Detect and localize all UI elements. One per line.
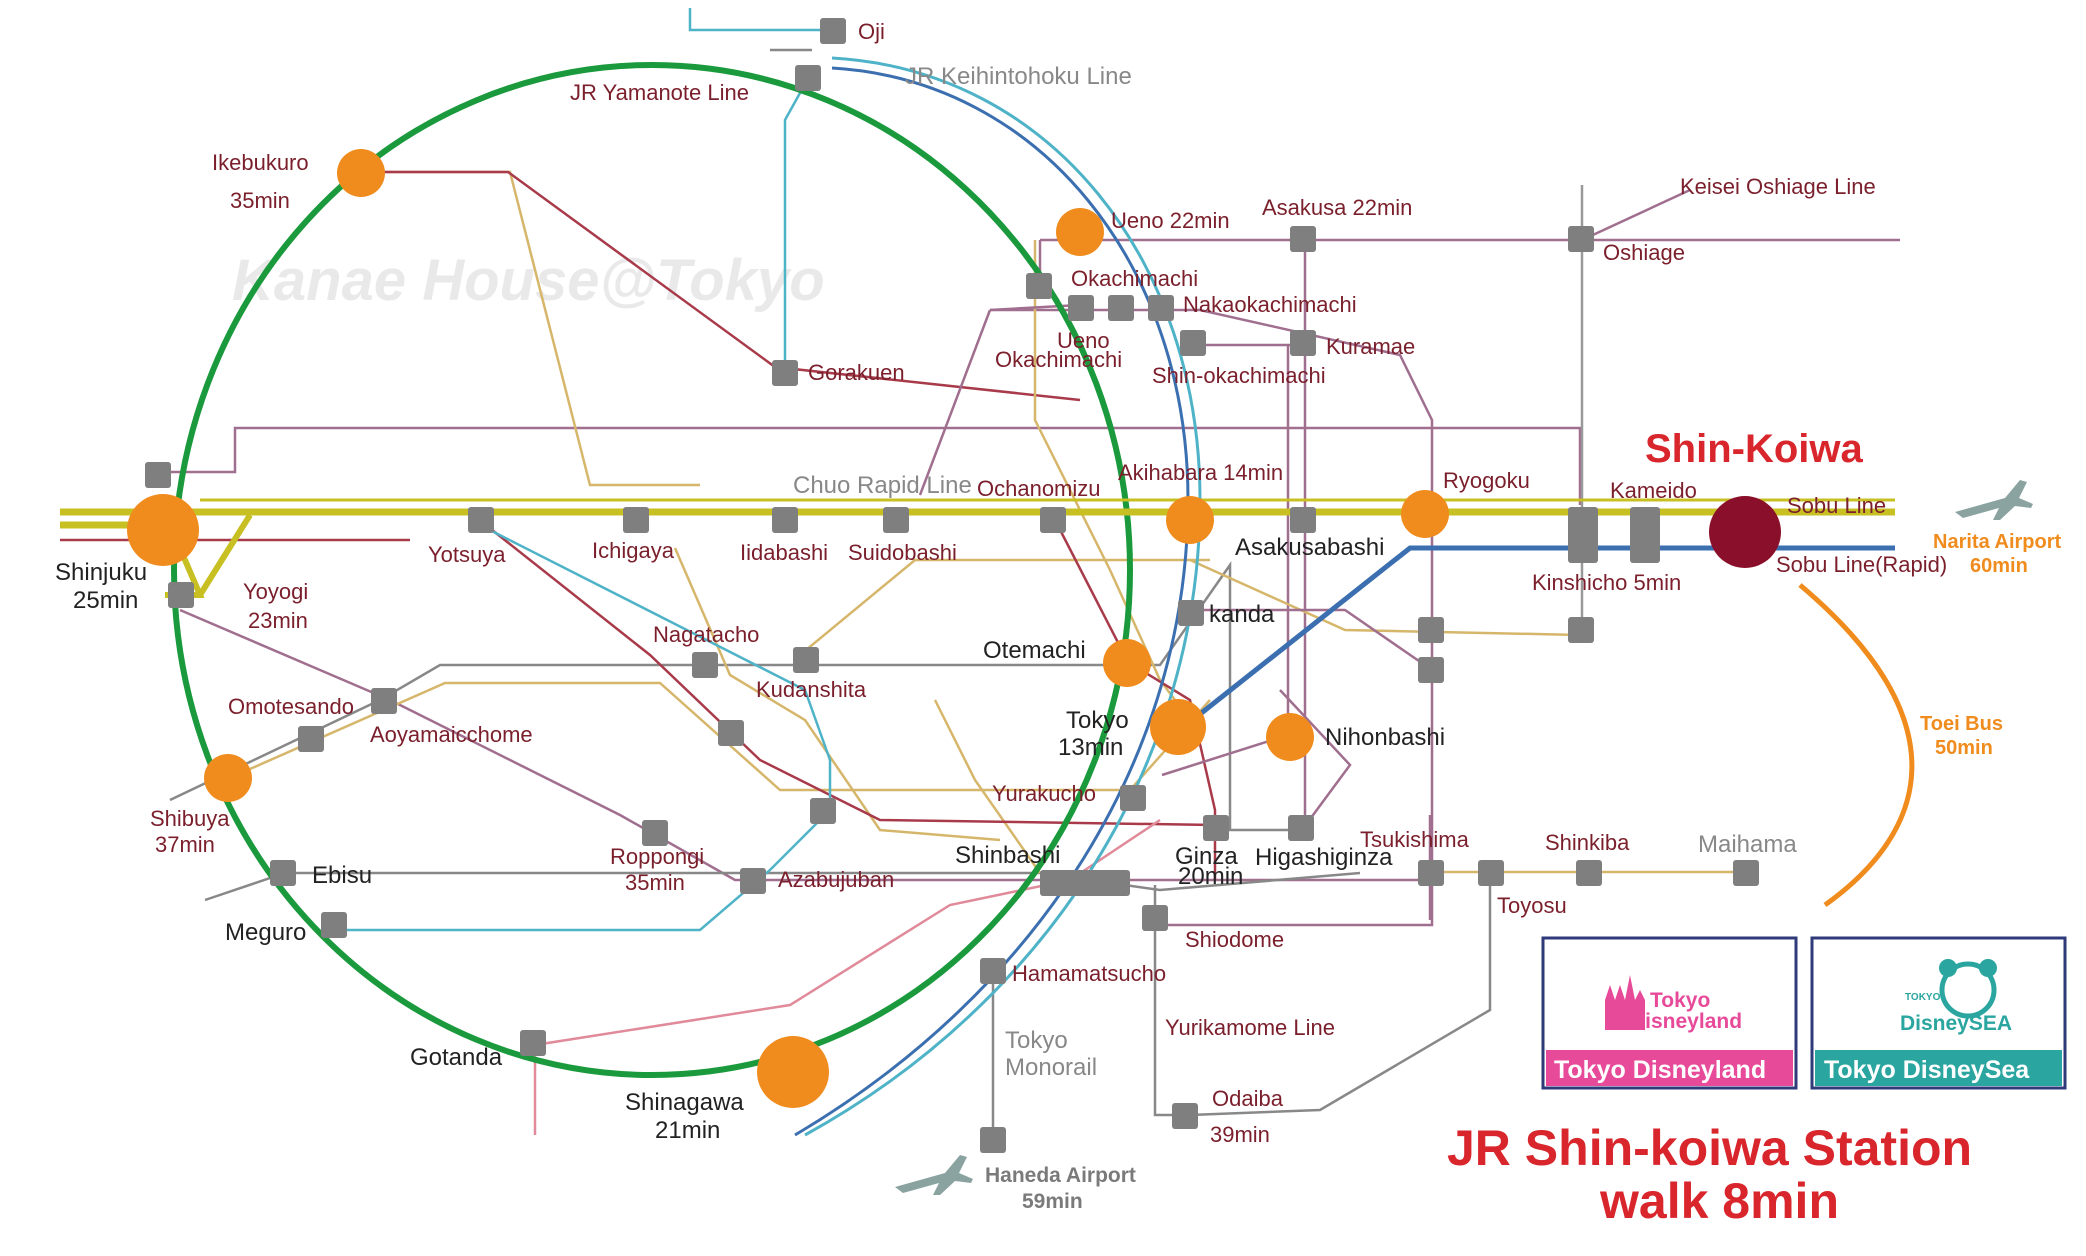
- station-label: Shinkiba: [1545, 830, 1630, 855]
- station-label: Odaiba: [1212, 1086, 1284, 1111]
- station-label: Nagatacho: [653, 622, 759, 647]
- station-label: 35min: [230, 188, 290, 213]
- yamanote-loop: [171, 62, 1133, 1078]
- station-label: Gotanda: [410, 1044, 503, 1071]
- station-label: Nakaokachimachi: [1183, 292, 1357, 317]
- monorail-label-1: Tokyo: [1005, 1027, 1068, 1054]
- station-label: 39min: [1210, 1122, 1270, 1147]
- station-label: 35min: [625, 870, 685, 895]
- station-label: Meguro: [225, 919, 306, 946]
- yurikamome-line-label: Yurikamome Line: [1165, 1015, 1335, 1040]
- station-label: Tsukishima: [1360, 827, 1470, 852]
- station-label: Suidobashi: [848, 540, 957, 565]
- station-label: Yurakucho: [992, 781, 1096, 806]
- keihintohoku-line-label: JR Keihintohoku Line: [905, 63, 1132, 90]
- station-label: Shinagawa: [625, 1089, 744, 1116]
- disneysea-label: Tokyo DisneySea: [1824, 1056, 2030, 1084]
- station-label: kanda: [1209, 601, 1275, 628]
- station-label: Gorakuen: [808, 360, 905, 385]
- station-label: 21min: [655, 1117, 720, 1144]
- disneyland-label: Tokyo Disneyland: [1554, 1056, 1766, 1084]
- station-label: Shinbashi: [955, 842, 1060, 869]
- station-label: Shiodome: [1185, 927, 1284, 952]
- station-label: Maihama: [1698, 831, 1797, 858]
- station-label: Ueno: [1057, 328, 1110, 353]
- station-label: Asakusabashi: [1235, 534, 1384, 561]
- station-label: Toyosu: [1497, 893, 1567, 918]
- airplane-icon: [1955, 480, 2033, 520]
- shin-koiwa-title: Shin-Koiwa: [1645, 427, 1864, 471]
- station-label: 37min: [155, 832, 215, 857]
- station-label: Ichigaya: [592, 538, 675, 563]
- sobu-rapid-line-label: Sobu Line(Rapid): [1776, 552, 1947, 577]
- station-labels: Oji Ikebukuro 35min Ueno 22min Asakusa 2…: [55, 19, 1797, 1147]
- station-label: Oji: [858, 19, 885, 44]
- station-label: 25min: [73, 587, 138, 614]
- station-label: Kinshicho 5min: [1532, 570, 1681, 595]
- keisei-line-label: Keisei Oshiage Line: [1680, 174, 1876, 199]
- narita-airport-time: 60min: [1970, 555, 2028, 577]
- disneysea-logo-2: DisneySEA: [1900, 1012, 2012, 1035]
- walk-info-line-2: walk 8min: [1599, 1173, 1839, 1229]
- station-label: Oshiage: [1603, 240, 1685, 265]
- station-label: Otemachi: [983, 637, 1086, 664]
- toei-bus-route: [1798, 583, 1915, 908]
- station-label: Ikebukuro: [212, 150, 309, 175]
- narita-airport-label: Narita Airport: [1933, 531, 2062, 553]
- monorail-label-2: Monorail: [1005, 1054, 1097, 1081]
- yamanote-line-label: JR Yamanote Line: [570, 80, 749, 105]
- station-label: Kameido: [1610, 478, 1697, 503]
- station-label: Omotesando: [228, 694, 354, 719]
- station-label: Kuramae: [1326, 334, 1415, 359]
- station-label: Yoyogi: [243, 579, 308, 604]
- station-label: Hamamatsucho: [1012, 961, 1166, 986]
- station-label: Ryogoku: [1443, 468, 1530, 493]
- station-label: Ebisu: [312, 862, 372, 889]
- station-label: Tokyo: [1066, 707, 1129, 734]
- station-label: Asakusa 22min: [1262, 195, 1412, 220]
- globe-icon: [1939, 961, 1997, 1019]
- station-label: Okachimachi: [1071, 266, 1198, 291]
- tokyo-disneyland-box[interactable]: Tokyo Disneyland Tokyo Disneyland: [1541, 936, 1798, 1090]
- station-label: Aoyamaicchome: [370, 722, 533, 747]
- station-label: Shinjuku: [55, 559, 147, 586]
- station-label: Ginza: [1175, 843, 1238, 870]
- station-label: Yotsuya: [428, 542, 506, 567]
- station-label: Ueno 22min: [1111, 208, 1230, 233]
- station-label: Azabujuban: [778, 867, 894, 892]
- castle-icon: [1605, 975, 1645, 1030]
- watermark: Kanae House@Tokyo: [232, 248, 825, 313]
- globe-ear-right-icon: [1979, 959, 1997, 977]
- shin-koiwa-station[interactable]: [1709, 496, 1781, 568]
- sobu-line-label: Sobu Line: [1787, 493, 1886, 518]
- tokyo-disneysea-box[interactable]: TOKYO DisneySEA Tokyo DisneySea: [1810, 936, 2067, 1090]
- disneyland-logo-1: Tokyo: [1650, 989, 1710, 1012]
- airplane-icon: [895, 1155, 973, 1195]
- disneyland-logo-2: Disneyland: [1630, 1010, 1742, 1033]
- station-label: 23min: [248, 608, 308, 633]
- station-label: 20min: [1178, 863, 1243, 890]
- minor-stations: [145, 18, 1759, 1153]
- station-label: Higashiginza: [1255, 844, 1393, 871]
- station-label: Kudanshita: [756, 677, 867, 702]
- station-label: 13min: [1058, 734, 1123, 761]
- station-label: Shin-okachimachi: [1152, 363, 1326, 388]
- station-label: Nihonbashi: [1325, 724, 1445, 751]
- disneysea-logo-1: TOKYO: [1905, 992, 1941, 1003]
- toei-bus-label: Toei Bus: [1920, 713, 2003, 735]
- major-stations: [127, 149, 1449, 1108]
- toei-bus-time: 50min: [1935, 737, 1993, 759]
- station-label: Ochanomizu: [977, 476, 1101, 501]
- station-label: Roppongi: [610, 844, 704, 869]
- haneda-airport-label: Haneda Airport: [985, 1164, 1136, 1187]
- station-label: Shibuya: [150, 806, 230, 831]
- chuo-line-label: Chuo Rapid Line: [793, 472, 972, 499]
- station-label: Akihabara 14min: [1118, 460, 1283, 485]
- globe-ear-left-icon: [1939, 959, 1957, 977]
- haneda-airport-time: 59min: [1022, 1190, 1083, 1213]
- station-label: Iidabashi: [740, 540, 828, 565]
- walk-info-line-1: JR Shin-koiwa Station: [1447, 1120, 1972, 1176]
- station-label: Okachimachi: [995, 347, 1122, 372]
